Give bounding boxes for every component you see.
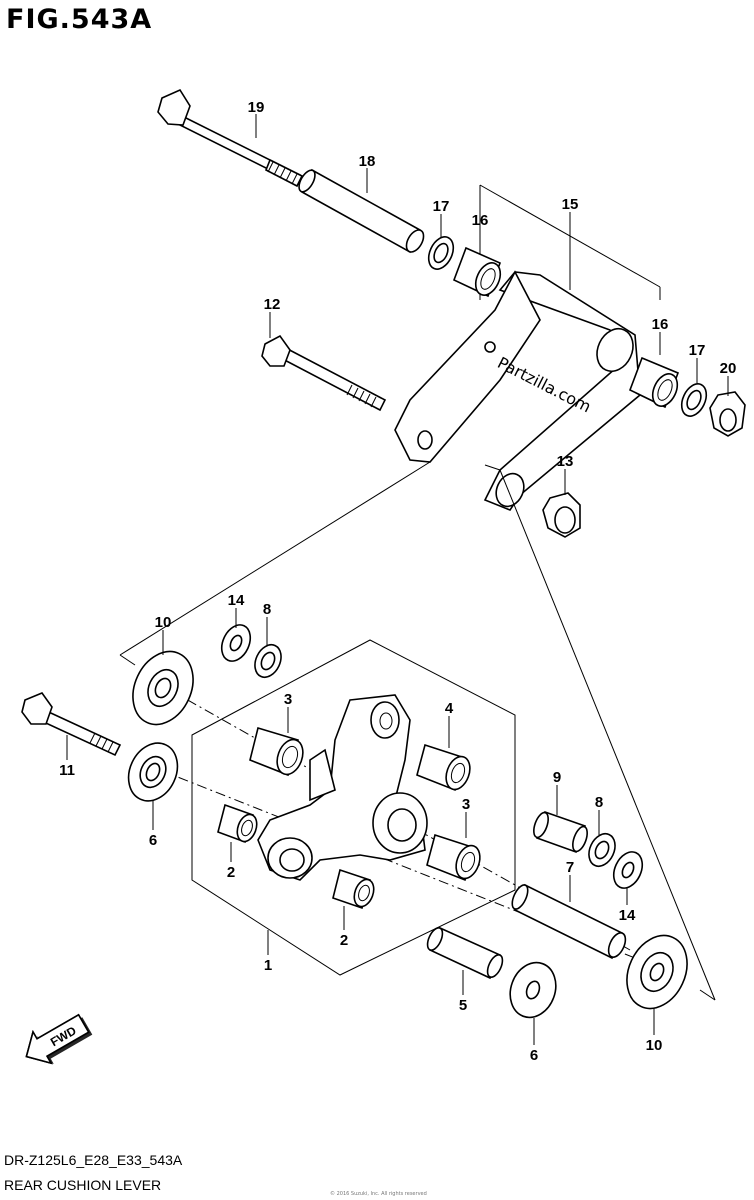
callout-12: 12 <box>264 296 281 313</box>
footer-note: © 2016 Suzuki, Inc. All rights reserved <box>330 1191 427 1197</box>
part-6-washer <box>127 742 179 802</box>
part-10-washer-lower <box>626 934 688 1010</box>
part-13-nut <box>542 492 581 538</box>
part-11-bolt <box>21 692 122 757</box>
part-10-washer <box>132 650 194 726</box>
part-14-washer-right <box>612 851 644 889</box>
callout-6: 6 <box>149 832 157 849</box>
part-18-collar <box>298 168 425 254</box>
figure-caption: REAR CUSHION LEVER <box>4 1177 162 1193</box>
guide-line-right <box>499 469 716 1001</box>
axis-line-bottom <box>159 769 641 961</box>
callout-4: 4 <box>445 700 454 717</box>
part-7-collar <box>511 883 627 960</box>
part-2-bearing <box>217 803 258 844</box>
callout-1: 1 <box>264 957 272 974</box>
guide-tick-end <box>699 989 716 1001</box>
callout-8: 8 <box>263 601 271 618</box>
callout-3: 3 <box>284 691 292 708</box>
part-5-collar <box>426 926 504 980</box>
callout-3-right: 3 <box>462 796 470 813</box>
part-17-seal-right <box>680 383 708 417</box>
part-3-bearing-right <box>426 833 481 882</box>
callout-2: 2 <box>227 864 235 881</box>
callout-17-right: 17 <box>689 342 706 359</box>
part-14-washer <box>220 624 252 662</box>
part-2-bearing-lower <box>332 868 375 910</box>
part-1-frame <box>191 639 516 976</box>
guide-tick-left <box>119 654 136 666</box>
callout-13: 13 <box>557 453 574 470</box>
part-1-cushion-lever <box>257 694 428 881</box>
callout-10-lower: 10 <box>646 1037 663 1054</box>
callout-15: 15 <box>562 196 579 213</box>
part-17-seal <box>427 236 455 270</box>
callout-2-lower: 2 <box>340 932 348 949</box>
callout-16: 16 <box>472 212 489 229</box>
model-code: DR-Z125L6_E28_E33_543A <box>4 1152 183 1168</box>
callout-8-right: 8 <box>595 794 603 811</box>
part-8-seal-right <box>588 832 616 868</box>
part-15-cushion-rod <box>394 270 641 511</box>
callout-16-right: 16 <box>652 316 669 333</box>
part-16-bearing-right <box>628 356 680 409</box>
callout-19: 19 <box>248 99 265 116</box>
callout-10: 10 <box>155 614 172 631</box>
callout-18: 18 <box>359 153 376 170</box>
fwd-arrow-icon: FWD <box>25 1013 93 1065</box>
figure-title: FIG.543A <box>6 4 153 35</box>
part-19-bolt <box>157 88 304 188</box>
guide-tick-right <box>484 464 501 471</box>
part-16-bearing <box>452 246 502 298</box>
part-8-seal <box>254 643 282 679</box>
callout-20: 20 <box>720 360 737 377</box>
callout-5: 5 <box>459 997 467 1014</box>
part-4-bearing <box>416 743 471 792</box>
callout-17: 17 <box>433 198 450 215</box>
callout-9: 9 <box>553 769 561 786</box>
callout-7: 7 <box>566 859 574 876</box>
part-12-bolt <box>261 334 387 412</box>
leader-lines <box>66 114 729 1045</box>
callout-14: 14 <box>228 592 245 609</box>
part-6-washer-lower <box>509 961 557 1019</box>
part-20-nut <box>709 391 746 437</box>
part-9-collar <box>533 810 588 854</box>
callout-6-lower: 6 <box>530 1047 538 1064</box>
callout-14-right: 14 <box>619 907 636 924</box>
callout-11: 11 <box>59 762 75 779</box>
guide-line-left <box>119 461 431 656</box>
part-3-bearing <box>249 726 304 777</box>
